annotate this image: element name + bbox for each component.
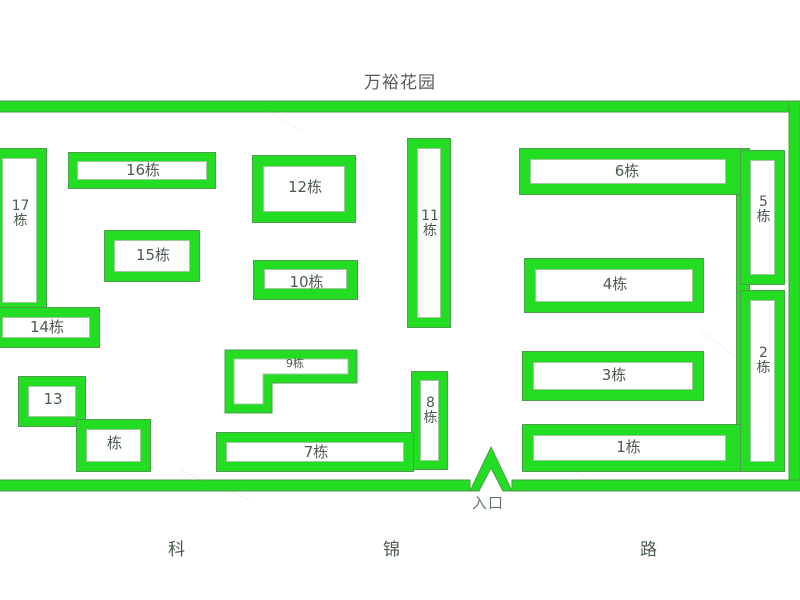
building-6[interactable]: 6栋 bbox=[519, 148, 741, 195]
building-5[interactable]: 5 栋 bbox=[740, 150, 785, 285]
entrance-gate-peak bbox=[469, 445, 513, 492]
building-12-core bbox=[263, 166, 345, 212]
building-11-core bbox=[417, 148, 441, 318]
building-3-core bbox=[533, 362, 693, 390]
building-17[interactable]: 17 栋 bbox=[0, 148, 47, 313]
building-7[interactable]: 7栋 bbox=[216, 432, 414, 472]
boundary-wall-bottom-left bbox=[0, 479, 471, 492]
building-7-core bbox=[226, 442, 404, 462]
building-4-core bbox=[535, 269, 693, 302]
boundary-wall-right bbox=[788, 100, 800, 492]
building-13-upper-core bbox=[28, 386, 76, 417]
community-title: 万裕花园 bbox=[364, 73, 436, 93]
building-4[interactable]: 4栋 bbox=[524, 258, 704, 313]
building-10-core bbox=[264, 269, 347, 289]
building-14[interactable]: 14栋 bbox=[0, 307, 100, 348]
building-2-core bbox=[750, 300, 775, 462]
building-13-lower-block: 栋 bbox=[76, 419, 151, 472]
road-label-char-3: 路 bbox=[640, 540, 657, 560]
building-11[interactable]: 11 栋 bbox=[407, 138, 451, 328]
building-12[interactable]: 12栋 bbox=[252, 155, 356, 223]
building-8[interactable]: 8 栋 bbox=[411, 371, 448, 470]
building-6-core bbox=[530, 159, 726, 184]
building-15[interactable]: 15栋 bbox=[104, 230, 200, 282]
building-16-core bbox=[77, 161, 207, 180]
building-17-core bbox=[2, 158, 37, 303]
building-3[interactable]: 3栋 bbox=[522, 351, 704, 401]
road-label-char-1: 科 bbox=[168, 540, 185, 560]
building-13-lower-core bbox=[86, 429, 141, 462]
building-10[interactable]: 10栋 bbox=[253, 260, 358, 300]
building-8-core bbox=[420, 380, 439, 461]
boundary-wall-bottom-right bbox=[511, 479, 800, 492]
building-1-core bbox=[533, 435, 726, 461]
boundary-wall-top bbox=[0, 100, 800, 113]
entrance-label: 入口 bbox=[472, 494, 505, 512]
building-1[interactable]: 1栋 bbox=[522, 424, 741, 472]
building-15-core bbox=[114, 240, 190, 272]
building-9-label: 9栋 bbox=[286, 357, 304, 370]
building-2[interactable]: 2 栋 bbox=[740, 290, 785, 472]
building-14-core bbox=[2, 317, 90, 338]
building-16[interactable]: 16栋 bbox=[68, 152, 216, 189]
road-label-char-2: 锦 bbox=[383, 540, 400, 560]
building-5-core bbox=[750, 160, 775, 275]
